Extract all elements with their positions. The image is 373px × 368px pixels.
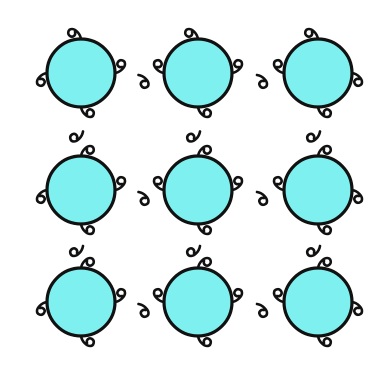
- node-r2-c1: [162, 266, 234, 338]
- node-layer: [45, 37, 354, 338]
- connector-curl-v-r1-c0-a: [79, 222, 96, 236]
- connector-curl-v-r1-c2-b: [316, 256, 333, 270]
- connector-curl-h-r2-c0-a: [113, 287, 127, 304]
- edge-curl-top-c0: [66, 27, 83, 41]
- connector-curl-h-r2-c0-c: [137, 302, 150, 319]
- node-r2-c2: [282, 266, 354, 338]
- connector-curl-v-r0-c0-a: [79, 105, 96, 119]
- edge-curl-right-r2: [350, 300, 364, 317]
- connector-curl-v-r0-c2-b: [316, 144, 333, 158]
- connector-curl-v-r0-c1-b: [196, 144, 213, 158]
- node-r1-c1: [162, 154, 234, 226]
- connector-curl-v-r0-c0-c: [68, 130, 85, 143]
- connector-curl-v-r1-c2-a: [316, 222, 333, 236]
- edge-curl-top-c1: [183, 27, 200, 41]
- connector-curl-h-r1-c1-b: [272, 175, 286, 192]
- connector-curl-h-r2-c1-c: [255, 302, 269, 319]
- connector-curl-h-r0-c1-b: [272, 58, 286, 75]
- edge-curl-left-r1: [35, 188, 49, 205]
- connector-layer: [35, 27, 364, 348]
- connector-curl-h-r2-c1-b: [272, 287, 286, 304]
- connector-curl-v-r0-c2-a: [316, 105, 333, 119]
- connector-curl-v-r0-c0-b: [79, 144, 96, 158]
- connector-curl-h-r1-c1-a: [230, 175, 244, 192]
- connector-curl-h-r0-c0-b: [152, 58, 166, 75]
- edge-curl-bottom-c1: [196, 334, 213, 348]
- connector-curl-h-r2-c1-a: [230, 287, 244, 304]
- connector-curl-v-r1-c1-b: [196, 256, 213, 270]
- connector-curl-h-r0-c0-c: [137, 73, 150, 90]
- node-r0-c1: [162, 37, 234, 109]
- edge-curl-right-r0: [350, 71, 364, 88]
- connector-curl-h-r0-c1-c: [255, 73, 269, 90]
- connector-curl-v-r1-c0-c: [68, 244, 85, 258]
- edge-curl-top-c2: [303, 27, 320, 41]
- connector-curl-v-r0-c1-a: [196, 105, 213, 119]
- node-r0-c0: [45, 37, 117, 109]
- connector-curl-v-r0-c2-c: [305, 130, 322, 143]
- node-r1-c2: [282, 154, 354, 226]
- edge-curl-left-r0: [35, 71, 49, 88]
- connector-curl-h-r1-c0-c: [137, 190, 150, 207]
- connector-curl-h-r2-c0-b: [152, 287, 166, 304]
- connector-curl-h-r0-c1-a: [230, 58, 244, 75]
- connector-curl-h-r1-c0-a: [113, 175, 127, 192]
- node-r0-c2: [282, 37, 354, 109]
- node-r1-c0: [45, 154, 117, 226]
- connector-curl-v-r1-c1-a: [196, 222, 213, 236]
- connector-curl-v-r1-c2-c: [305, 244, 322, 258]
- connector-curl-v-r1-c0-b: [79, 256, 96, 270]
- connector-curl-v-r1-c1-c: [185, 244, 202, 258]
- edge-curl-right-r1: [350, 188, 364, 205]
- edge-curl-bottom-c2: [316, 334, 333, 348]
- connector-curl-v-r0-c1-c: [185, 130, 202, 143]
- node-r2-c0: [45, 266, 117, 338]
- connector-curl-h-r0-c0-a: [113, 58, 127, 75]
- edge-curl-left-r2: [35, 300, 49, 317]
- edge-curl-bottom-c0: [79, 334, 96, 348]
- connector-curl-h-r1-c0-b: [152, 175, 166, 192]
- connector-curl-h-r1-c1-c: [255, 190, 269, 207]
